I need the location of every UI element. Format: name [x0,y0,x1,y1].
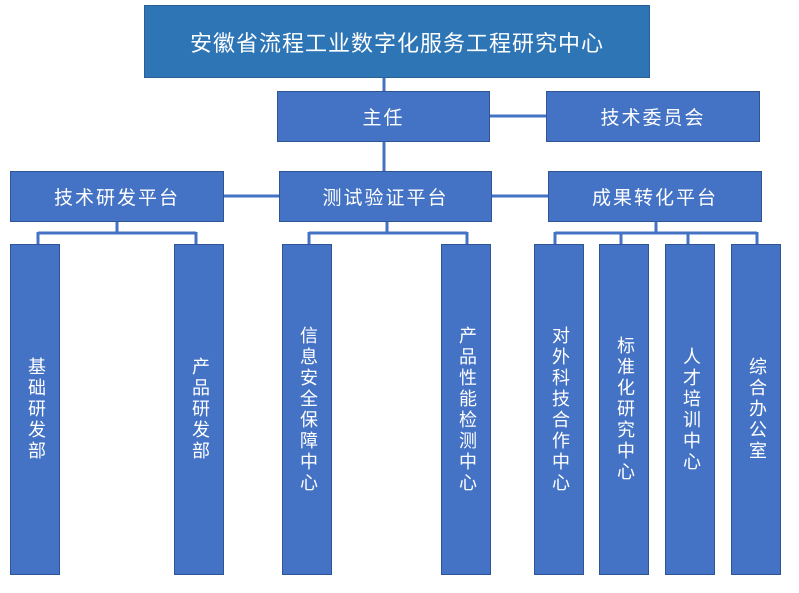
platform-node-transfer: 成果转化平台 [548,171,762,222]
unit-node: 对外科技合作中心 [534,244,584,575]
platform-label: 技术研发平台 [53,187,180,209]
unit-label: 人才培训中心 [680,346,701,473]
unit-node: 产品性能检测中心 [441,244,491,575]
unit-node: 产品研发部 [174,244,224,575]
director-node: 主任 [277,91,490,142]
unit-node: 人才培训中心 [665,244,715,575]
unit-node: 综合办公室 [731,244,781,575]
root-node-label: 安徽省流程工业数字化服务工程研究中心 [189,31,604,57]
platform-node-testing: 测试验证平台 [279,171,492,222]
unit-label: 信息安全保障中心 [297,325,318,494]
platform-node-rd: 技术研发平台 [10,171,224,222]
unit-label: 基础研发部 [25,357,46,462]
unit-node: 标准化研究中心 [599,244,649,575]
director-label: 主任 [362,107,405,129]
platform-label: 成果转化平台 [591,187,718,209]
committee-node: 技术委员会 [546,91,760,142]
unit-label: 综合办公室 [746,357,767,462]
unit-label: 对外科技合作中心 [549,325,570,494]
root-node: 安徽省流程工业数字化服务工程研究中心 [144,5,650,78]
unit-node: 信息安全保障中心 [282,244,332,575]
unit-label: 标准化研究中心 [614,336,635,483]
platform-label: 测试验证平台 [322,187,449,209]
committee-label: 技术委员会 [600,107,706,129]
unit-label: 产品性能检测中心 [456,325,477,494]
unit-node: 基础研发部 [10,244,60,575]
unit-label: 产品研发部 [189,357,210,462]
